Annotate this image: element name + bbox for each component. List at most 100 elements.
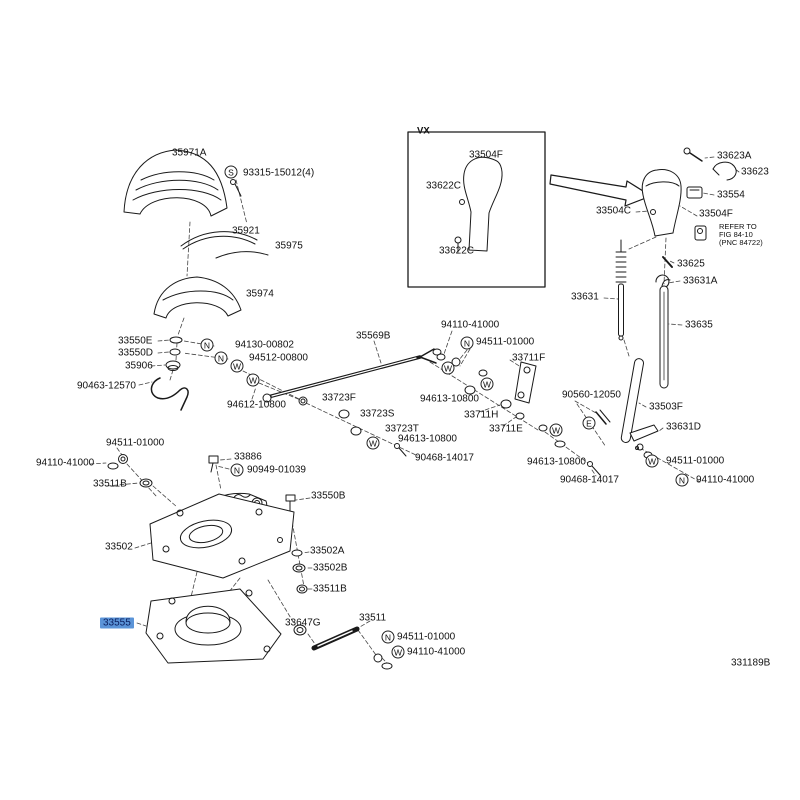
part-label-35921[interactable]: 35921 [232,225,260,237]
part-label-33550D[interactable]: 33550D [118,347,154,359]
part-label-94511-01000[interactable]: 94511-01000 [397,631,456,643]
part-label-35975[interactable]: 35975 [275,240,303,252]
part-label-33504F[interactable]: 33504F [469,149,503,161]
refer-note-line3: (PNC 84722) [719,238,763,247]
symbol-marker-W: W [441,361,455,375]
part-label-33711H[interactable]: 33711H [464,409,499,421]
part-boot-35971A [123,149,242,217]
part-rings-33550 [165,336,183,371]
part-switch-33554 [686,186,703,199]
part-label-90949-01039[interactable]: 90949-01039 [247,464,306,476]
part-label-90560-12050[interactable]: 90560-12050 [562,389,621,401]
refer-note-line1: REFER TO [719,222,757,231]
symbol-marker-E: E [582,416,596,430]
part-lever-33631D [629,424,659,442]
part-label-90463-12570[interactable]: 90463-12570 [77,380,136,392]
part-label-94511-01000[interactable]: 94511-01000 [106,437,165,449]
part-label-33723T[interactable]: 33723T [385,423,419,435]
symbol-marker-N: N [230,463,244,477]
part-label-33502[interactable]: 33502 [105,541,133,553]
symbol-marker-N: N [460,336,474,350]
part-label-33631[interactable]: 33631 [571,291,599,303]
part-rod-33631 [615,239,627,341]
part-label-33504C[interactable]: 33504C [596,205,632,217]
symbol-marker-N: N [200,338,214,352]
part-screw-33623A [683,147,703,162]
part-washer-stack-33502 [291,549,308,594]
part-label-94511-01000[interactable]: 94511-01000 [476,336,535,348]
part-label-94512-00800[interactable]: 94512-00800 [249,352,308,364]
part-label-33723S[interactable]: 33723S [360,408,395,420]
part-label-35971A[interactable]: 35971A [172,147,207,159]
part-label-33635[interactable]: 33635 [685,319,713,331]
part-label-33622C[interactable]: 33622C [439,245,475,257]
part-label-94110-41000[interactable]: 94110-41000 [441,319,500,331]
part-label-94110-41000[interactable]: 94110-41000 [696,474,755,486]
part-label-33555-selected[interactable]: 33555 [100,617,134,629]
part-label-33625[interactable]: 33625 [677,258,705,270]
part-linkage-33711 [436,353,611,476]
symbol-marker-W: W [366,436,380,450]
part-label-33502B[interactable]: 33502B [313,562,348,574]
part-label-33504F[interactable]: 33504F [699,208,733,220]
symbol-marker-S: S [224,165,238,179]
refer-note-line2: FIG 84-10 [719,230,753,239]
part-label-90468-14017[interactable]: 90468-14017 [560,474,619,486]
part-boot-35974 [153,276,242,319]
part-label-33554[interactable]: 33554 [717,189,745,201]
part-label-33886[interactable]: 33886 [234,451,262,463]
part-rod-35569B [262,348,442,403]
part-label-90468-14017[interactable]: 90468-14017 [415,452,474,464]
symbol-marker-W: W [230,359,244,373]
part-label-33711F[interactable]: 33711F [512,352,546,364]
part-label-33511B[interactable]: 33511B [93,478,127,490]
part-label-33631A[interactable]: 33631A [683,275,718,287]
symbol-marker-N: N [381,630,395,644]
part-label-35974[interactable]: 35974 [246,288,274,300]
part-label-33622C[interactable]: 33622C [426,180,462,192]
part-label-33511B[interactable]: 33511B [313,583,347,595]
leader-lines [89,156,740,664]
part-label-33647G[interactable]: 33647G [285,617,321,629]
part-label-33723F[interactable]: 33723F [322,392,356,404]
part-label-94130-00802[interactable]: 94130-00802 [235,339,294,351]
part-strip-35921 [180,231,258,250]
part-label-33502A[interactable]: 33502A [310,545,345,557]
part-label-33711E[interactable]: 33711E [489,423,523,435]
symbol-marker-W: W [391,645,405,659]
part-label-93315-15012(4)[interactable]: 93315-15012(4) [243,167,315,179]
part-label-35906[interactable]: 35906 [125,360,153,372]
part-pin-33625 [662,256,673,268]
part-knob-33504F [641,169,682,237]
part-label-35569B[interactable]: 35569B [356,330,391,342]
part-label-94613-10800[interactable]: 94613-10800 [420,393,479,405]
part-label-33550E[interactable]: 33550E [118,335,153,347]
part-clip-33631A [655,274,670,288]
part-label-94110-41000[interactable]: 94110-41000 [36,457,95,469]
part-label-94511-01000[interactable]: 94511-01000 [666,455,725,467]
part-label-33623A[interactable]: 33623A [717,150,752,162]
part-rod-33503F [620,358,653,459]
symbol-marker-W: W [246,373,260,387]
part-bushing-chain-33723 [298,396,407,457]
part-label-33503F[interactable]: 33503F [649,401,683,413]
part-label-94613-10800[interactable]: 94613-10800 [527,456,586,468]
part-rod-33635 [659,279,671,389]
part-label-94613-10800[interactable]: 94613-10800 [398,433,457,445]
part-label-33631D[interactable]: 33631D [666,421,702,433]
part-hook-rod-90463 [150,377,189,411]
symbol-marker-W: W [480,377,494,391]
part-label-94110-41000[interactable]: 94110-41000 [407,646,466,658]
part-label-33623[interactable]: 33623 [741,166,769,178]
inset-variant-tag: VX [417,125,430,137]
part-rod-33511 [311,626,360,651]
refer-note: REFER TO FIG 84-10 (PNC 84722) [719,223,763,247]
part-label-33511[interactable]: 33511 [359,612,387,624]
symbol-marker-W: W [645,454,659,468]
part-label-94612-10800[interactable]: 94612-10800 [227,399,286,411]
part-fasteners-left [107,454,219,488]
part-label-33550B[interactable]: 33550B [311,490,346,502]
part-bracket-refer [694,225,707,241]
pointer-arrow [549,174,652,207]
